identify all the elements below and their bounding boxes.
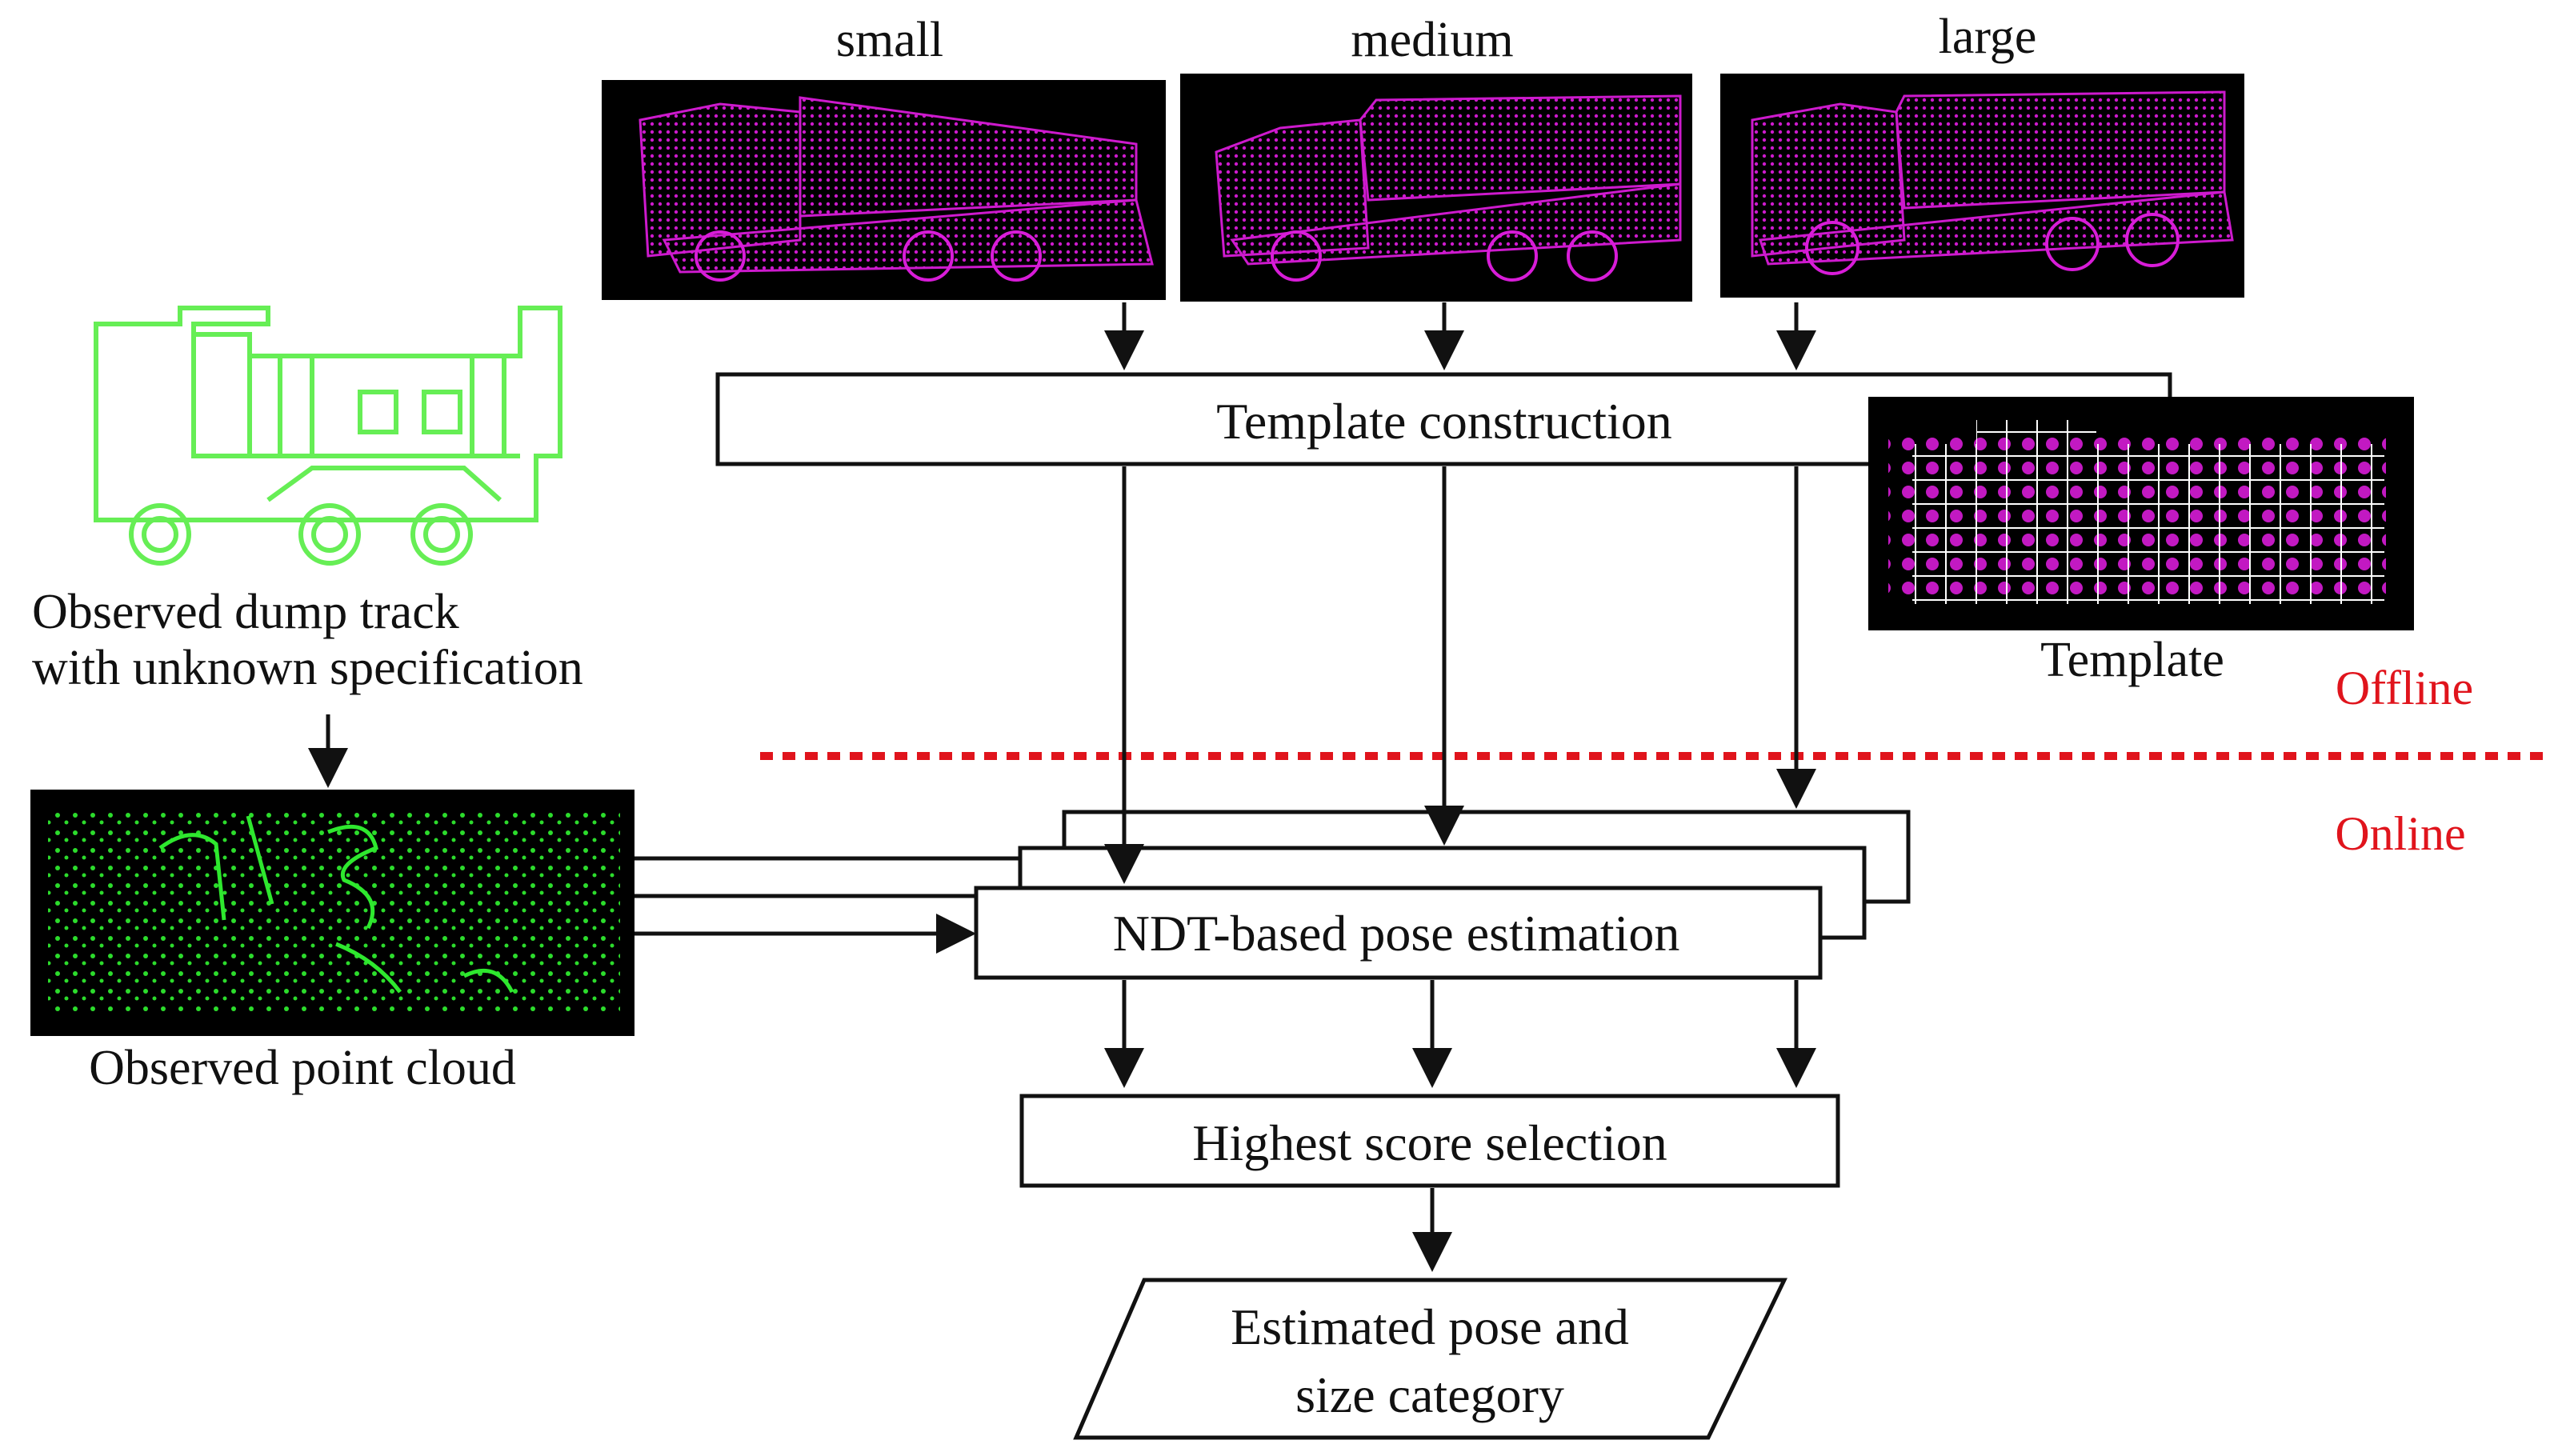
observed-dump-truck-icon: [94, 306, 562, 566]
label-small: small: [836, 13, 943, 67]
offline-label: Offline: [2336, 662, 2473, 714]
label-large: large: [1939, 10, 2037, 64]
small-truck-point-cloud: [602, 80, 1166, 300]
template-construction-label: Template construction: [1216, 393, 1672, 450]
ndt-pose-estimation-box: [974, 886, 1823, 980]
template-label: Template: [2040, 633, 2224, 687]
ndt-pose-estimation-label: NDT-based pose estimation: [1113, 905, 1680, 962]
output-label-line1: Estimated pose and: [1231, 1298, 1629, 1355]
large-truck-point-cloud: [1720, 74, 2244, 298]
medium-truck-point-cloud: [1180, 74, 1692, 302]
label-medium: medium: [1351, 13, 1513, 67]
output-parallelogram: [1073, 1278, 1787, 1440]
observed-point-cloud-label: Observed point cloud: [89, 1041, 516, 1095]
output-label-line2: size category: [1295, 1366, 1564, 1423]
template-image: [1868, 397, 2414, 630]
highest-score-selection-box: [1019, 1094, 1840, 1188]
observed-dump-truck-label-1: Observed dump track: [32, 585, 459, 639]
observed-point-cloud-image: [30, 790, 634, 1036]
online-label: Online: [2335, 807, 2465, 860]
observed-dump-truck-label-2: with unknown specification: [32, 641, 583, 695]
highest-score-selection-label: Highest score selection: [1192, 1114, 1667, 1171]
